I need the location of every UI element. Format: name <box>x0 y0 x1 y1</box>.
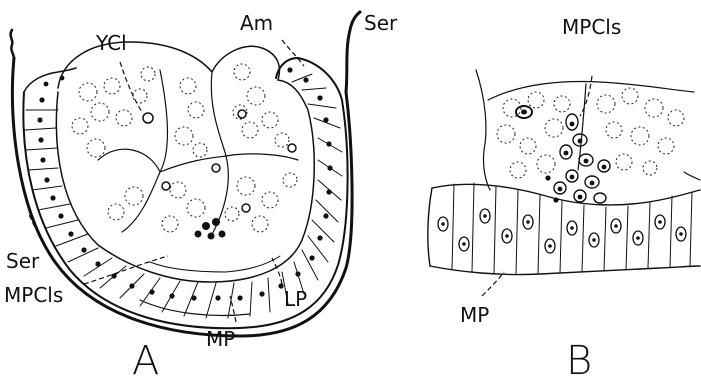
leader-ycl <box>120 62 142 112</box>
label-mp-a: MP <box>206 327 235 351</box>
leader-mpcls <box>84 256 168 284</box>
epithelium-nuclei <box>37 67 332 300</box>
label-ser-right: Ser <box>364 11 398 35</box>
leader-mp-b <box>482 272 504 296</box>
panel-label-b: B <box>566 338 592 377</box>
midline-plate-cells-a <box>195 218 226 240</box>
label-mp-b: MP <box>460 303 489 327</box>
yolk-nuclei <box>143 110 296 212</box>
label-mpcls-b: MPCls <box>562 15 621 39</box>
mp-nucleoli <box>441 214 683 248</box>
label-ser-left: Ser <box>6 249 40 273</box>
mp-epithelium-left <box>428 188 432 266</box>
yolk-nucleus-b <box>516 106 532 118</box>
leader-lp <box>272 258 282 284</box>
yolk-mass-outline <box>56 80 314 282</box>
epithelium-left-top <box>24 68 76 92</box>
label-ycl: YCl <box>95 31 127 55</box>
yolk-boundary-b <box>476 70 490 190</box>
panel-label-a: A <box>132 338 159 377</box>
panel-a: YCl Am Ser Ser MPCls MP LP A <box>4 11 398 377</box>
serosa-left-tail <box>11 30 14 58</box>
midline-plate-base <box>140 300 250 315</box>
label-lp: LP <box>284 287 307 311</box>
label-mpcls-a: MPCls <box>4 283 63 307</box>
midline-plate-region <box>150 256 280 272</box>
yolk-right-b <box>684 172 700 180</box>
yolk-cell-divisions <box>98 70 298 238</box>
yolk-granules-a <box>72 64 297 232</box>
label-am: Am <box>240 11 273 35</box>
panel-b: MPCls MP B <box>428 15 700 377</box>
mp-epithelium-bottom <box>430 266 700 275</box>
